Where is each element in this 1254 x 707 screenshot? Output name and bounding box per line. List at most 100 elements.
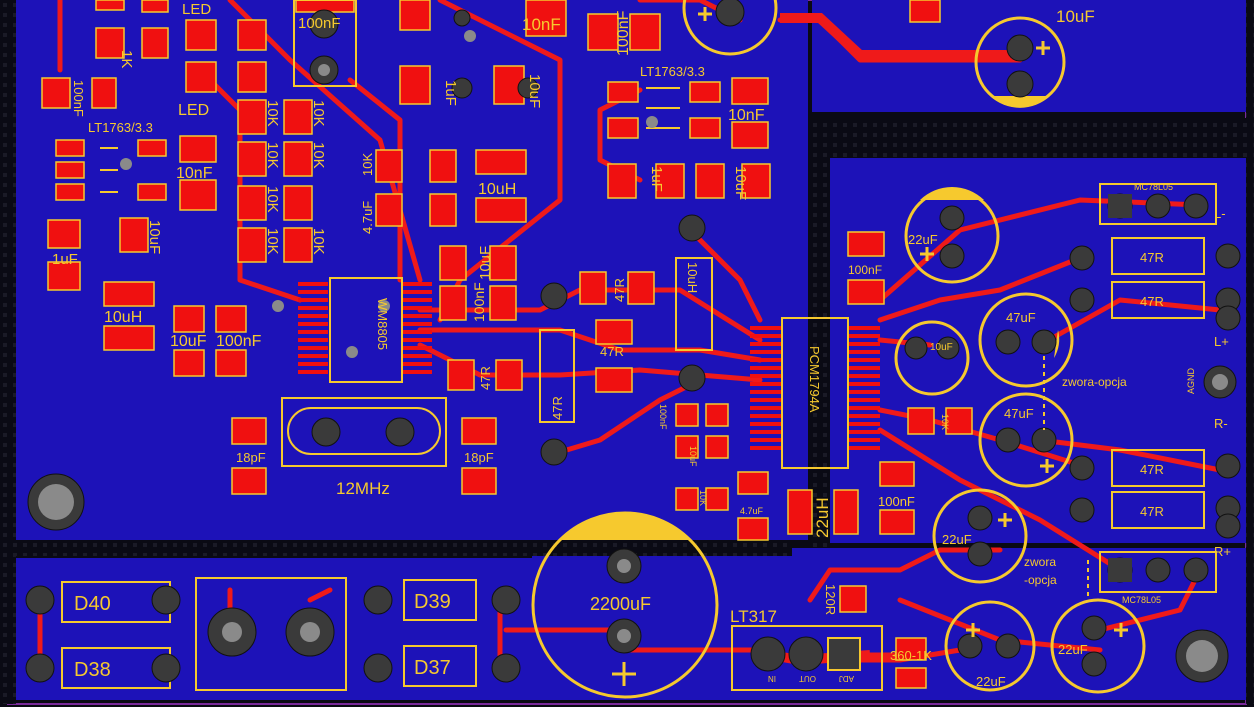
label-c-10nf-left: 10nF <box>176 165 213 182</box>
label-reg-mid: LT1763/3.3 <box>640 64 705 79</box>
via-holes <box>38 30 1228 672</box>
label-reg-78-bot: MC78L05 <box>1122 595 1161 605</box>
label-c-100nf-top2: 100nF <box>615 10 632 56</box>
label-d40: D40 <box>74 593 111 615</box>
label-c-10nf-mid: 10nF <box>728 107 765 124</box>
pcm1794-pins <box>750 326 880 450</box>
ground-stitching-top <box>812 118 1246 158</box>
label-pin-adj: ADJ <box>839 674 854 683</box>
label-r-47r-b: 47R <box>600 344 624 359</box>
label-zwora2a: zwora <box>1024 555 1056 569</box>
label-c-100nf-small: 100nF <box>658 404 668 430</box>
adj-pin-square <box>827 637 861 671</box>
label-r-10k-small: 10K <box>698 490 708 506</box>
label-d39: D39 <box>414 591 451 613</box>
label-c-10uf-topright: 10uF <box>1056 7 1095 26</box>
label-pin-in: IN <box>768 674 776 683</box>
label-l-minus: L- <box>1214 206 1226 221</box>
label-ic-pcm: PCM1794A <box>807 346 822 413</box>
right-edge-stitching <box>1246 0 1254 704</box>
label-c-10uf-top: 10uF <box>526 74 543 108</box>
label-r-47r-d: 47R <box>550 396 565 420</box>
label-d37: D37 <box>414 657 451 679</box>
label-r-10k-pcm: 10K <box>940 414 950 430</box>
label-c-100nf-tl: 100nF <box>71 80 86 117</box>
label-led-mid: LED <box>178 102 209 119</box>
label-l-22uh: 22uH <box>813 497 832 538</box>
label-l-plus: L+ <box>1214 334 1229 349</box>
label-r-47r-g: 47R <box>1140 462 1164 477</box>
label-zwora1: zwora-opcja <box>1062 375 1127 389</box>
label-1k-top: 1K <box>118 50 135 68</box>
supply-trace-wide <box>780 13 1010 60</box>
ground-stitching-h <box>16 540 792 556</box>
label-c-100nf-pcm: 100nF <box>848 263 882 277</box>
label-c-10nf-top: 10nF <box>522 15 561 34</box>
label-c-47uf-a: 47uF <box>1006 310 1036 325</box>
zwora-dashes <box>1043 356 1089 600</box>
reg78-square-pin-top <box>1108 194 1132 218</box>
wm8805-pins <box>298 282 432 374</box>
label-r-10k-b: 10K <box>264 142 281 169</box>
label-c-1uf-mid: 1uF <box>648 166 665 192</box>
label-r-plus: R+ <box>1214 544 1231 559</box>
label-c-1uf-top: 1uF <box>442 80 459 106</box>
cap-polarity-fills <box>560 96 1060 540</box>
label-r-47r-f: 47R <box>1140 294 1164 309</box>
label-reg-78-top: MC78L05 <box>1134 182 1173 192</box>
label-c-100nf-bl: 100nF <box>216 333 262 350</box>
label-l-10uh-right: 10uH <box>685 262 700 293</box>
label-l-10uh-mid: 10uH <box>478 181 516 198</box>
label-r-10k-d: 10K <box>264 228 281 255</box>
label-c-22uf-br: 22uF <box>976 674 1006 689</box>
label-r-47r-c: 47R <box>478 366 493 390</box>
label-r-minus: R- <box>1214 416 1228 431</box>
label-c-10uf-pcm: 10uF <box>930 342 953 353</box>
label-r-360: 360-1K <box>890 648 932 663</box>
label-c-22uf-top: 22uF <box>908 232 938 247</box>
label-r-47r-e: 47R <box>1140 250 1164 265</box>
label-pin-out: OUT <box>799 674 816 683</box>
smd-pads <box>41 0 973 689</box>
label-c-47uf-col: 4.7uF <box>360 201 375 234</box>
label-c-10uf-left: 10uF <box>146 220 163 254</box>
ground-stitching-v <box>812 118 830 548</box>
label-c-22uf-mid: 22uF <box>942 532 972 547</box>
label-agnd: AGND <box>1186 367 1196 394</box>
polarity-marks <box>612 7 1128 686</box>
label-c-18pf-l: 18pF <box>236 450 266 465</box>
label-d38: D38 <box>74 659 111 681</box>
label-r-120r: 120R <box>823 584 838 615</box>
label-l-10uh-left: 10uH <box>104 309 142 326</box>
label-r-10k-c: 10K <box>264 186 281 213</box>
label-c-10uf-vert: 10uF <box>477 246 494 280</box>
label-c-100nf-vert: 100nF <box>471 282 487 322</box>
label-r-47r-a: 47R <box>612 278 627 302</box>
label-led-top: LED <box>182 1 211 18</box>
label-c-100nf-top: 100nF <box>298 15 341 32</box>
left-edge-stitching <box>0 0 16 704</box>
copper-pour-bottom-right <box>792 548 1246 700</box>
label-zwora2b: -opcja <box>1024 573 1057 587</box>
label-r-10k-g: 10K <box>310 228 327 255</box>
label-r-10k-e: 10K <box>310 100 327 127</box>
label-c-47uf-small: 4.7uF <box>740 506 764 516</box>
copper-pour-digital <box>16 0 1246 540</box>
reg78-square-pin-bot <box>1108 558 1132 582</box>
label-c-100nf-pcm2: 100nF <box>878 494 915 509</box>
label-c-1uf-left: 1uF <box>52 251 78 268</box>
label-c-10uf-bl: 10uF <box>170 333 207 350</box>
label-r-10k-col: 10K <box>360 153 375 176</box>
label-c-2200: 2200uF <box>590 594 651 614</box>
electrolytic-caps <box>531 0 1146 699</box>
label-xtal: 12MHz <box>336 479 390 498</box>
copper-pour-bottom-mid <box>532 548 792 700</box>
label-r-10k-f: 10K <box>310 142 327 169</box>
label-ic-wm: WM8805 <box>375 298 390 350</box>
silk-outlines <box>61 0 1217 691</box>
label-c-47uf-b: 47uF <box>1004 406 1034 421</box>
label-r-47r-h: 47R <box>1140 504 1164 519</box>
label-lt317: LT317 <box>730 607 777 626</box>
label-c-22uf-br2: 22uF <box>1058 642 1088 657</box>
